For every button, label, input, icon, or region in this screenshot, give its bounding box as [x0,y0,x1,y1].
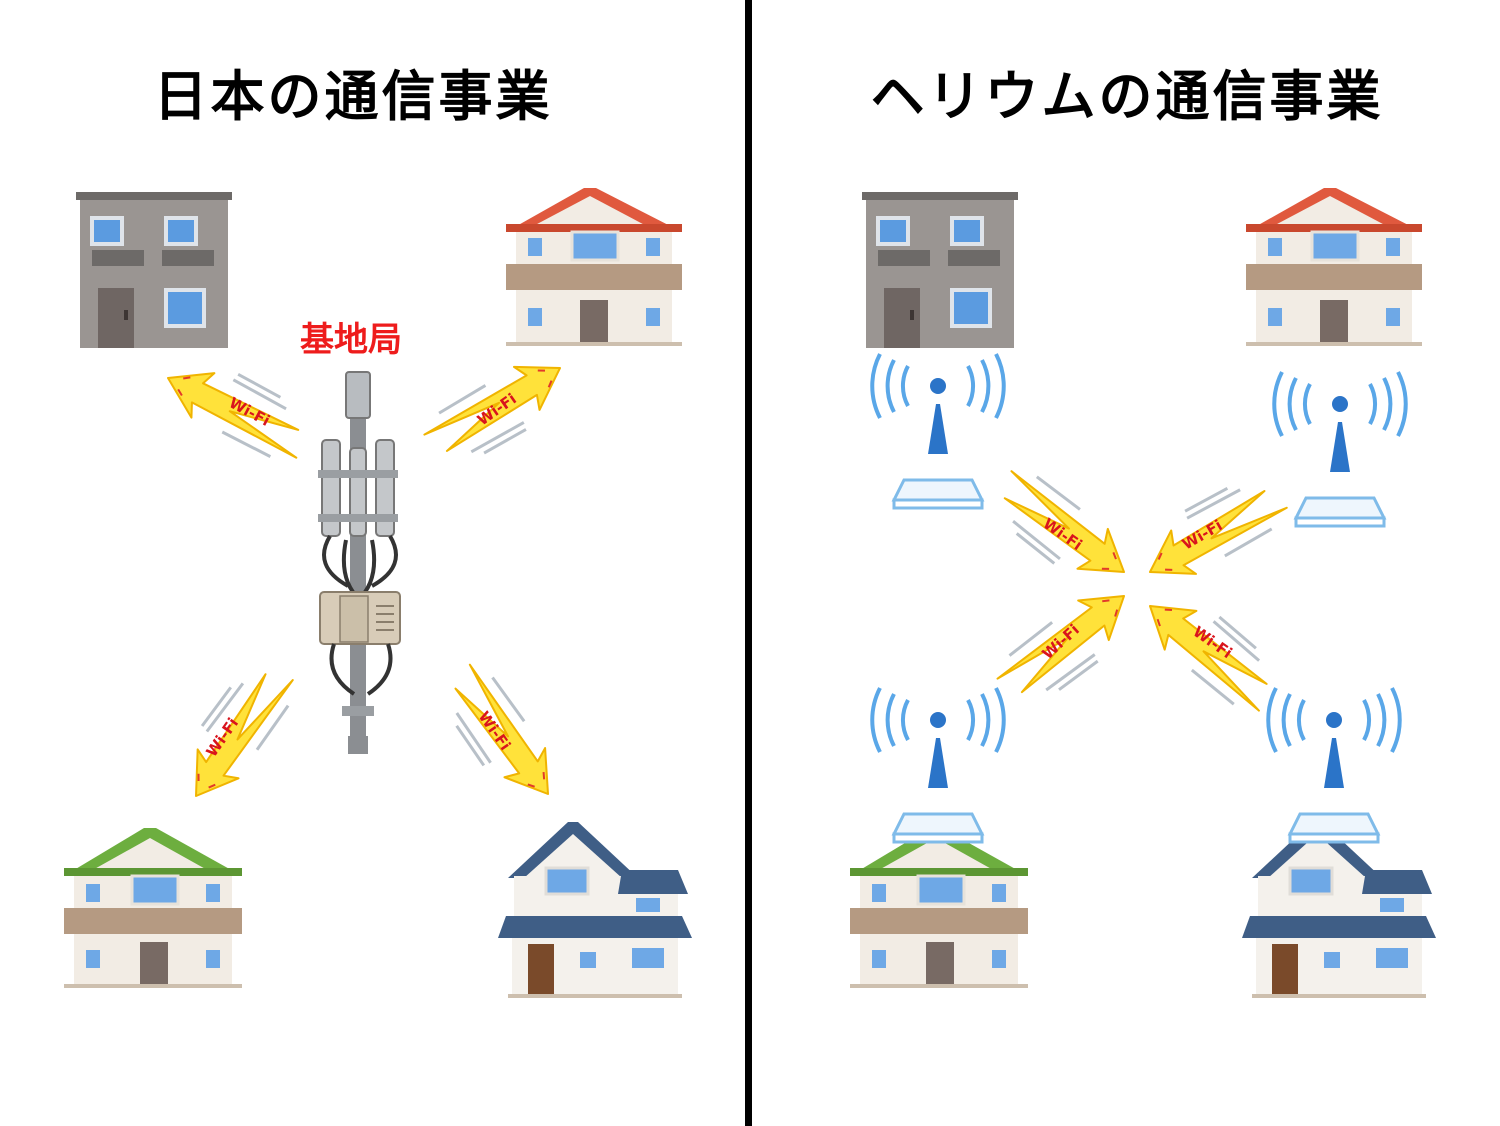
apartment-building-icon-right [862,192,1018,348]
green-roof-house-icon-right [848,826,1030,990]
panel-divider [745,0,752,1126]
hotspot-device-icon [870,352,1006,510]
hotspot-device-icon [1272,370,1408,528]
green-roof-house-icon [62,826,244,990]
left-panel: 日本の通信事業 基地局 [0,0,746,1126]
navy-roof-house-icon-right [1240,820,1438,1000]
red-roof-house-icon-right [1244,186,1424,348]
right-title: ヘリウムの通信事業 [870,65,1384,128]
navy-roof-house-icon [496,820,694,1000]
base-station-label: 基地局 [300,320,402,360]
red-roof-house-icon [504,186,684,348]
hotspot-device-icon [1266,686,1402,844]
hotspot-device-icon [870,686,1006,844]
left-title: 日本の通信事業 [153,65,553,128]
apartment-building-icon [76,192,232,348]
base-station-tower-icon [318,371,401,754]
right-panel: ヘリウムの通信事業 [754,0,1500,1126]
